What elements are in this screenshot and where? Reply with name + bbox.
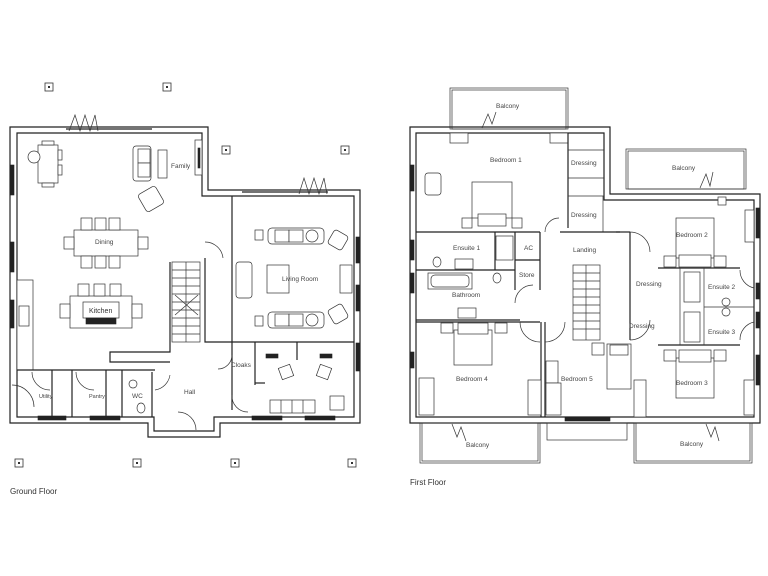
first-floor-plan: Balcony Balcony Bedroom 1 Dr xyxy=(409,87,761,487)
room-label-utility: Utility xyxy=(39,394,53,400)
room-label-dressing-1: Dressing xyxy=(571,160,597,167)
room-label-hall: Hall xyxy=(184,389,196,396)
first-floor-title: First Floor xyxy=(410,478,446,487)
room-label-wc: WC xyxy=(132,393,143,400)
room-label-pantry: Pantry xyxy=(89,394,105,400)
room-label-bedroom-1: Bedroom 1 xyxy=(490,157,522,164)
room-label-balcony-bottom-right: Balcony xyxy=(680,441,704,448)
room-label-bedroom-3: Bedroom 3 xyxy=(676,380,708,387)
room-label-living-room: Living Room xyxy=(282,276,318,283)
room-label-family: Family xyxy=(171,163,191,170)
room-label-store: Store xyxy=(519,272,535,279)
room-label-balcony-bottom-left: Balcony xyxy=(466,442,490,449)
ground-floor-plan: Dining Kitchen xyxy=(9,82,361,496)
room-label-ensuite-1: Ensuite 1 xyxy=(453,245,480,252)
room-label-dressing-4: Dressing xyxy=(629,323,655,330)
room-label-kitchen: Kitchen xyxy=(89,308,112,315)
room-label-landing: Landing xyxy=(573,247,597,254)
room-label-cloaks: Cloaks xyxy=(231,362,252,369)
room-label-bathroom: Bathroom xyxy=(452,292,480,299)
room-label-bedroom-4: Bedroom 4 xyxy=(456,376,488,383)
room-label-balcony-top: Balcony xyxy=(496,103,520,110)
room-label-dressing-2: Dressing xyxy=(571,212,597,219)
room-label-ensuite-3: Ensuite 3 xyxy=(708,329,735,336)
room-label-dining: Dining xyxy=(95,239,114,246)
room-label-dressing-3: Dressing xyxy=(636,281,662,288)
room-label-balcony-right: Balcony xyxy=(672,165,696,172)
room-label-ensuite-2: Ensuite 2 xyxy=(708,284,735,291)
room-label-bedroom-5: Bedroom 5 xyxy=(561,376,593,383)
post-markers xyxy=(14,82,357,468)
ground-floor-title: Ground Floor xyxy=(10,487,57,496)
room-label-ac: AC xyxy=(524,245,533,252)
dining-table xyxy=(73,229,139,257)
room-label-bedroom-2: Bedroom 2 xyxy=(676,232,708,239)
